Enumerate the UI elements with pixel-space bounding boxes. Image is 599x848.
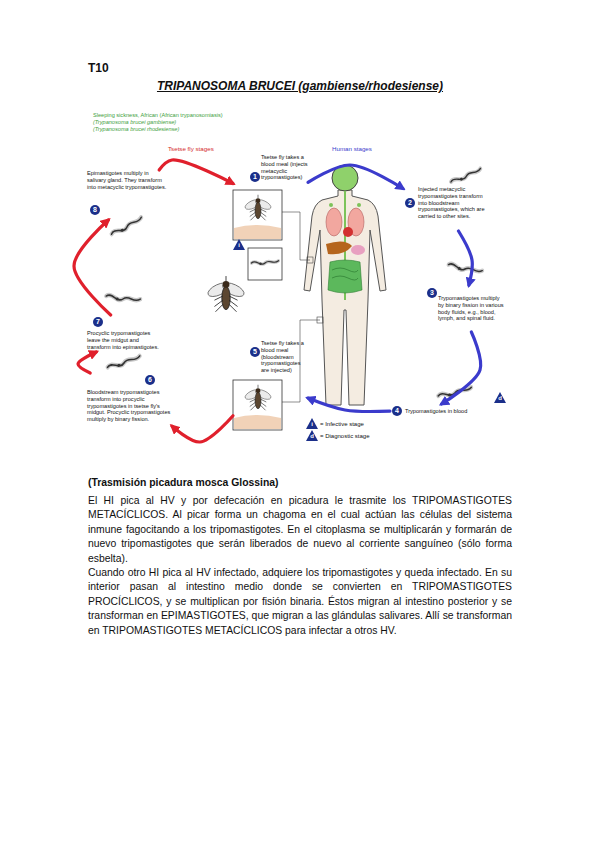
cycle-arrow — [78, 352, 96, 373]
epimastigote — [110, 217, 143, 236]
cycle-arrow — [74, 220, 111, 315]
skin — [234, 225, 281, 239]
trypomastigote — [450, 168, 482, 184]
section-number: T10 — [88, 61, 148, 75]
cycle-arrow — [442, 332, 481, 404]
stage-mark: d — [495, 395, 505, 401]
section-heading: (Trasmisión picadura mosca Glossina) — [88, 476, 512, 490]
stomach — [351, 245, 365, 255]
stage-mark: i — [307, 421, 317, 427]
tsetse-fly — [244, 195, 273, 221]
stage-step: 3Trypomastigotes multiply by binary fiss… — [426, 285, 506, 332]
cycle-arrow — [159, 160, 233, 184]
brain — [332, 165, 358, 191]
procyclic-trypomastigote — [106, 293, 141, 304]
tsetse-fly — [244, 385, 273, 411]
body-outline — [304, 190, 386, 405]
step-description: Epimastigotes multiply in salivary gland… — [87, 170, 167, 190]
legend-infective-triangle — [306, 418, 318, 429]
callout-number: 2 — [405, 198, 415, 208]
trypomastigote — [252, 261, 279, 265]
callout-number: 7 — [93, 317, 103, 327]
step-description: Trypomastigotes multiply by binary fissi… — [438, 295, 506, 322]
picture-box — [248, 248, 282, 280]
step-description: Injected metacyclic trypomastigotes tran… — [418, 186, 493, 220]
diagnostic-triangle — [494, 392, 506, 403]
leader-line — [282, 212, 310, 260]
stage-step: 6Bloodstream trypomastigotes transform i… — [87, 373, 172, 431]
stage-mark: i — [234, 242, 244, 248]
body-paragraph: Cuando otro HI pica al HV infectado, adq… — [88, 566, 512, 638]
picture-box — [233, 190, 282, 240]
callout-number: 6 — [145, 375, 155, 385]
cycle-arrow — [458, 231, 472, 285]
lymph-node — [357, 203, 361, 207]
body-paragraph: El HI pica al HV y por defecación en pic… — [88, 494, 512, 566]
callout-number: 5 — [250, 347, 260, 357]
step-description: Trypomastigotes in blood — [405, 408, 475, 415]
heart — [343, 227, 353, 237]
infective-triangle — [233, 239, 245, 250]
disease-name: Sleeping sickness, African (African tryp… — [93, 112, 293, 118]
cycle-arrows — [74, 160, 481, 442]
species-name: (Trypanosoma brucei gambiense) — [93, 119, 293, 125]
procyclic-trypomastigote — [107, 356, 141, 370]
callout-number: 1 — [250, 172, 260, 182]
callout-number: 8 — [90, 205, 100, 215]
cycle-arrow — [308, 165, 403, 189]
callout-number: 3 — [427, 288, 437, 298]
intestine-loops — [332, 268, 358, 280]
human-figure — [304, 165, 386, 405]
skin — [234, 415, 281, 429]
bite-site-mark — [317, 317, 323, 323]
stage-mark: d — [307, 433, 317, 439]
cycle-arrow — [172, 416, 233, 442]
legend-diagnostic-triangle — [306, 430, 318, 441]
tsetse-fly — [206, 276, 246, 312]
trypomastigote — [448, 262, 482, 276]
step-description: Tsetse fly takes a blood meal (bloodstre… — [261, 340, 309, 374]
legend-entry: = Infective stage — [320, 420, 364, 428]
lung — [326, 208, 342, 236]
stage-group-label: Human stages — [332, 145, 412, 152]
stage-step: 8 Epimastigotes multiply in salivary glan… — [87, 170, 167, 220]
liver — [326, 241, 352, 254]
cycle-arrow — [308, 398, 390, 411]
stage-step: 4Trypomastigotes in blood — [390, 404, 475, 420]
species-name: (Trypanosoma brucei rhodesiense) — [93, 126, 293, 132]
callout-number: 4 — [392, 406, 402, 416]
trypomastigote — [438, 387, 473, 398]
step-description: Tsetse fly takes a blood meal (injects m… — [261, 154, 309, 181]
legend-entry: = Diagnostic stage — [320, 432, 370, 440]
stage-step: 5Tsetse fly takes a blood meal (bloodstr… — [233, 340, 308, 432]
intestines — [328, 260, 362, 293]
step-description: Procyclic trypomastigotes leave the midg… — [87, 330, 162, 350]
step-description: Bloodstream trypomastigotes transform in… — [87, 389, 172, 423]
stage-step: 2Injected metacyclic trypomastigotes tra… — [403, 186, 493, 231]
bite-site-mark — [307, 257, 313, 263]
lymph-node — [329, 203, 333, 207]
stage-step: 1Tsetse fly takes a blood meal (injects … — [233, 154, 308, 242]
stage-group-label: Tsetse fly stages — [168, 145, 248, 152]
stage-step: 7Procyclic trypomastigotes leave the mid… — [87, 315, 162, 352]
picture-box — [233, 380, 282, 430]
page-title: TRIPANOSOMA BRUCEI (gambiense/rhodesiens… — [88, 79, 512, 93]
